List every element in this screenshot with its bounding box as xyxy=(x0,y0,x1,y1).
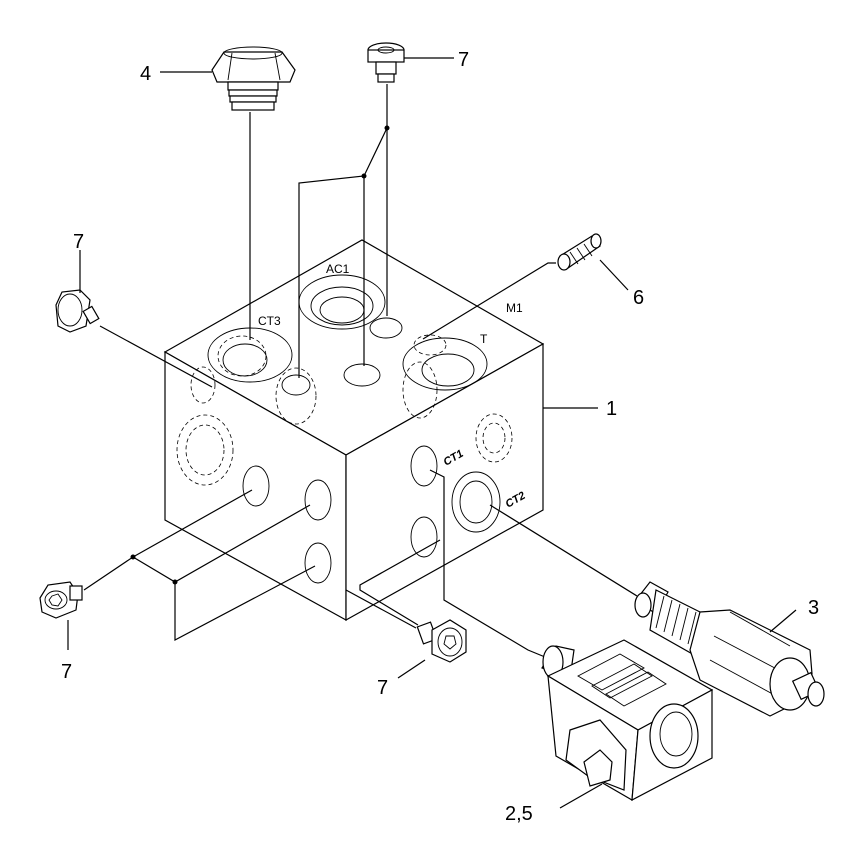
left-face-ports xyxy=(176,414,332,584)
assembly-lines xyxy=(359,407,638,658)
port-label-m1: M1 xyxy=(506,301,523,315)
plug-part-7-left-top xyxy=(55,250,213,388)
port-label-ct3: CT3 xyxy=(258,314,281,328)
callout-7-left-bottom: 7 xyxy=(61,661,72,683)
cartridge-valve-part-3 xyxy=(634,581,825,717)
port-t xyxy=(402,337,488,419)
plug-part-7-top xyxy=(298,42,405,378)
coil-ribs xyxy=(577,653,667,707)
plug-part-4 xyxy=(211,46,296,340)
plug-part-7-bottom xyxy=(345,589,467,679)
setscrew-part-6 xyxy=(422,233,602,340)
manifold-block xyxy=(163,239,545,622)
callout-7-bottom: 7 xyxy=(377,677,388,699)
port-hole-center xyxy=(343,363,381,387)
callout-2-5: 2,5 xyxy=(505,803,533,825)
port-label-t: T xyxy=(480,332,488,346)
port-hidden-left xyxy=(190,366,317,425)
callout-leaders xyxy=(160,57,629,291)
solenoid-coil-part-2-5 xyxy=(541,639,714,809)
right-face-ports xyxy=(410,413,513,558)
callout-7-top: 7 xyxy=(458,49,469,71)
port-m1 xyxy=(369,317,447,356)
plug-part-7-left-bottom xyxy=(39,489,316,650)
callout-6: 6 xyxy=(633,287,644,309)
port-label-ac1: AC1 xyxy=(326,262,350,276)
callout-1: 1 xyxy=(606,398,617,420)
callout-7-left-top: 7 xyxy=(73,231,84,253)
callout-4: 4 xyxy=(140,63,151,85)
callout-3: 3 xyxy=(808,597,819,619)
